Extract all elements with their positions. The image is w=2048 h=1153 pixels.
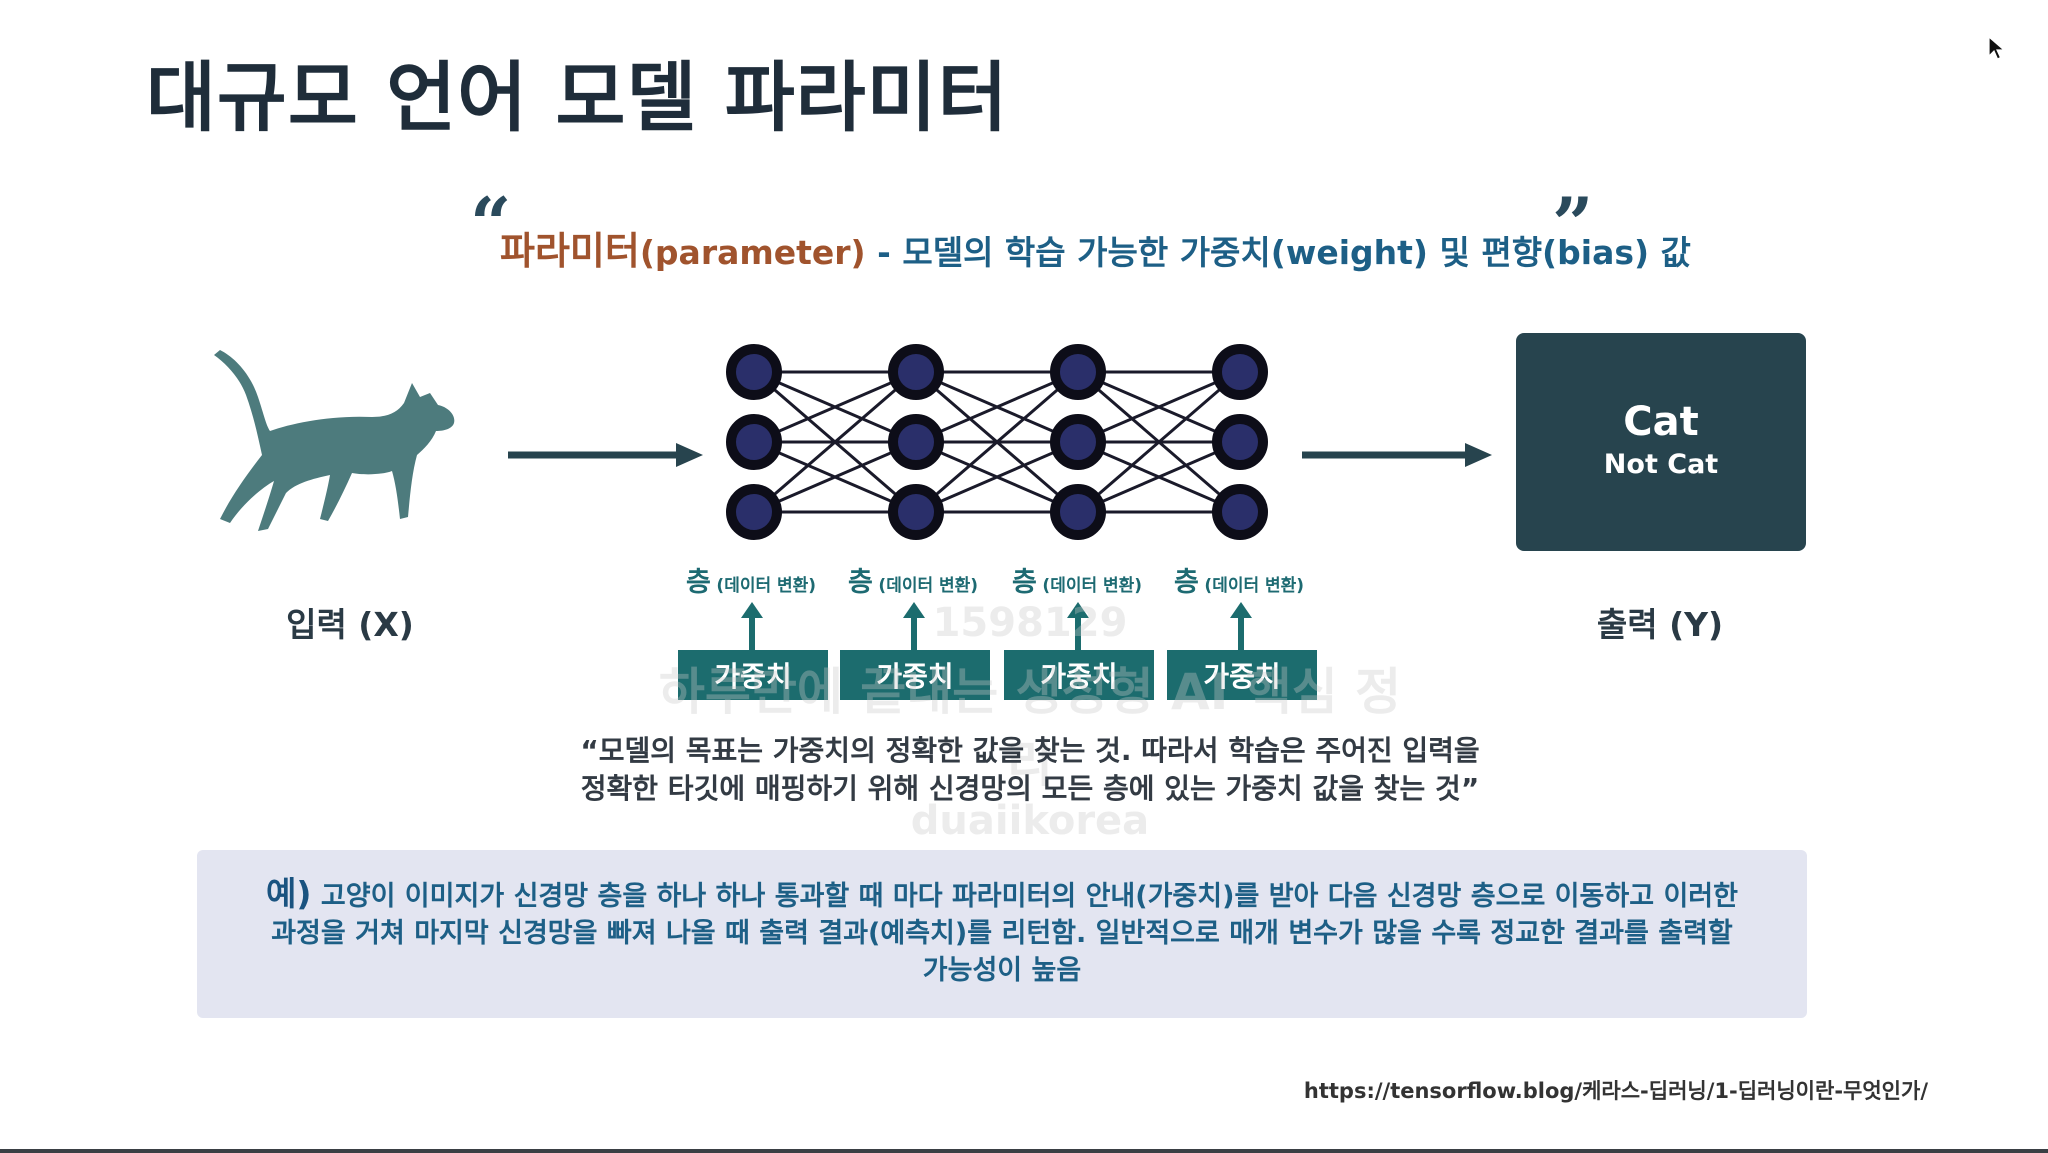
layer-label: 층 (데이터 변환) bbox=[1174, 560, 1304, 599]
output-label: 출력 (Y) bbox=[1590, 598, 1730, 646]
node bbox=[1055, 419, 1101, 465]
neural-network-diagram bbox=[700, 330, 1300, 555]
layer-label: 층 (데이터 변환) bbox=[1012, 560, 1142, 599]
input-arrow-icon bbox=[508, 440, 703, 470]
definition-quote: “ 파라미터(parameter) - 모델의 학습 가능한 가중치(weigh… bbox=[460, 186, 1590, 276]
output-not-cat: Not Cat bbox=[1516, 449, 1806, 480]
definition-text: 파라미터(parameter) - 모델의 학습 가능한 가중치(weight)… bbox=[500, 220, 1691, 275]
source-link[interactable]: https://tensorflow.blog/케라스-딥러닝/1-딥러닝이란-… bbox=[1304, 1075, 1928, 1105]
definition-dash: - bbox=[877, 233, 891, 272]
layer-label: 층 (데이터 변환) bbox=[686, 560, 816, 599]
node bbox=[893, 489, 939, 535]
up-arrow-icon bbox=[1067, 602, 1089, 652]
input-label: 입력 (X) bbox=[280, 598, 420, 646]
output-cat: Cat bbox=[1516, 399, 1806, 445]
node bbox=[1055, 349, 1101, 395]
output-box: Cat Not Cat bbox=[1516, 333, 1806, 551]
up-arrow-icon bbox=[1230, 602, 1252, 652]
close-quote-mark: ” bbox=[1552, 188, 1593, 260]
up-arrow-icon bbox=[903, 602, 925, 652]
goal-line-1: “모델의 목표는 가중치의 정확한 값을 찾는 것. 따라서 학습은 주어진 입… bbox=[400, 732, 1660, 770]
node bbox=[1217, 349, 1263, 395]
term-korean: 파라미터 bbox=[500, 229, 640, 273]
node bbox=[893, 419, 939, 465]
example-label: 예) bbox=[266, 874, 311, 913]
bottom-divider bbox=[0, 1149, 2048, 1153]
node bbox=[1055, 489, 1101, 535]
node bbox=[731, 489, 777, 535]
page-title: 대규모 언어 모델 파라미터 bbox=[146, 36, 1009, 146]
example-line-3: 가능성이 높음 bbox=[237, 952, 1767, 989]
example-box: 예) 고양이 이미지가 신경망 층을 하나 하나 통과할 때 마다 파라미터의 … bbox=[197, 850, 1807, 1018]
node bbox=[731, 349, 777, 395]
goal-quote: “모델의 목표는 가중치의 정확한 값을 찾는 것. 따라서 학습은 주어진 입… bbox=[400, 732, 1660, 808]
cat-silhouette-icon bbox=[212, 345, 482, 545]
layer-label: 층 (데이터 변환) bbox=[848, 560, 978, 599]
example-text: 예) 고양이 이미지가 신경망 층을 하나 하나 통과할 때 마다 파라미터의 … bbox=[237, 875, 1767, 989]
goal-line-2: 정확한 타깃에 매핑하기 위해 신경망의 모든 층에 있는 가중치 값을 찾는 … bbox=[400, 770, 1660, 808]
weight-box: 가중치 bbox=[1167, 650, 1317, 700]
example-line-2: 과정을 거쳐 마지막 신경망을 빠져 나올 때 출력 결과(예측치)를 리턴함.… bbox=[237, 915, 1767, 952]
node bbox=[1217, 489, 1263, 535]
weight-box: 가중치 bbox=[840, 650, 990, 700]
weight-box: 가중치 bbox=[1004, 650, 1154, 700]
weight-box: 가중치 bbox=[678, 650, 828, 700]
node bbox=[1217, 419, 1263, 465]
node bbox=[893, 349, 939, 395]
node bbox=[731, 419, 777, 465]
mouse-pointer-icon bbox=[1988, 36, 2006, 62]
term-english: (parameter) bbox=[640, 233, 866, 272]
example-line-1: 고양이 이미지가 신경망 층을 하나 하나 통과할 때 마다 파라미터의 안내(… bbox=[321, 881, 1738, 912]
up-arrow-icon bbox=[741, 602, 763, 652]
output-arrow-icon bbox=[1302, 440, 1492, 470]
